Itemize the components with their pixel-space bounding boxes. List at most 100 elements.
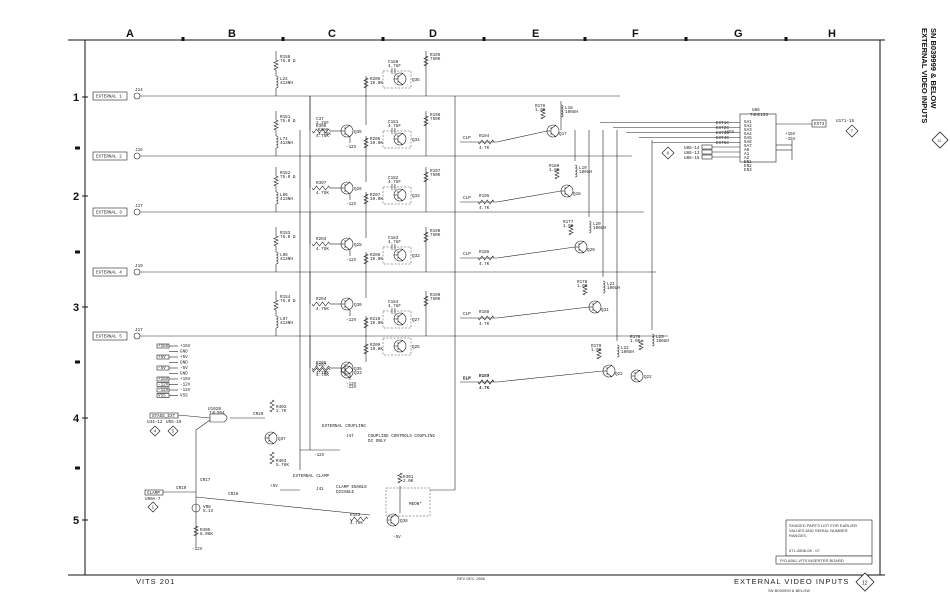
zener-ref: VR8 <box>203 505 211 510</box>
diode-cr20-ref: CR20 <box>253 412 264 417</box>
clamp-resistor <box>477 139 495 145</box>
bias-resistor <box>363 193 369 205</box>
supply-value-4: GND <box>180 361 188 366</box>
inductor-ref: L96 <box>280 253 288 258</box>
supply-legend: +15V+15VGND+5V+5VGND-5V-5VGND+15V+15V-12… <box>156 343 191 399</box>
output-resistor-value: 1.0K <box>591 348 602 353</box>
mux-pin-1: 5A1 <box>744 120 752 125</box>
input-label-box <box>92 267 128 277</box>
clamp-transistor <box>393 312 407 326</box>
r405-ref: R405 <box>200 528 211 533</box>
transistor-emitter <box>564 192 571 198</box>
base-resistor-value: 4.75K <box>316 247 329 252</box>
mux-output-label: EXT3 <box>814 122 825 127</box>
clamp-text: CLAMP ENABLE <box>336 485 367 490</box>
clamp-transistor <box>393 72 407 86</box>
bias-resistor-ref: R210 <box>370 317 381 322</box>
input-jack-ref: J14 <box>135 88 143 93</box>
column-ticks <box>181 37 788 41</box>
stage-ext-badge-2-number: 5 <box>172 430 175 435</box>
clamp-transistor-ref: Q25 <box>412 345 420 350</box>
drain-resistor-value: 750K <box>430 57 441 62</box>
column-divider-tick <box>583 37 587 41</box>
mux-sel-pin-6: EN3 <box>744 168 752 173</box>
drain-resistor <box>423 115 429 127</box>
bias-resistor-ref: R209 <box>370 343 381 348</box>
row-label-5: 5 <box>73 515 79 527</box>
mux-select-input-1: U86-14 <box>684 146 700 151</box>
output-base-wire <box>496 246 576 259</box>
drawing-number: 671-0808-06 - 07 <box>789 548 820 553</box>
row-label-3: 3 <box>73 302 79 314</box>
clamp-resistor <box>477 379 495 385</box>
clamp-transistor <box>393 248 407 262</box>
notes-line-3: RANGES. <box>789 533 807 538</box>
clamp-box <box>382 337 412 356</box>
supply-value-1: +15V <box>180 344 191 349</box>
output-transistor-ref: Q22 <box>644 375 652 380</box>
diode-cr19-ref: CR19 <box>176 486 187 491</box>
output-resistor-ref: R180 <box>549 164 560 169</box>
output-inductor-ref: L18 <box>565 106 573 111</box>
clamp-resistor <box>477 255 495 261</box>
input-inductor <box>275 75 279 89</box>
output-base-wire <box>496 190 562 203</box>
transistor-emitter <box>397 196 404 202</box>
gate-part: 74LS04 <box>209 411 225 416</box>
drain-resistor <box>423 55 429 67</box>
clamp-input-ref: U90A-7 <box>145 497 161 502</box>
column-label-g: G <box>734 28 743 40</box>
output-inductor-value: 100UH <box>579 170 592 175</box>
input-transistor <box>340 124 354 138</box>
r183 <box>349 516 369 522</box>
coupling-cap-ref: C181 <box>388 120 399 125</box>
transistor-emitter <box>397 320 404 326</box>
clamp-label: CLP <box>463 376 471 381</box>
transistor-collector <box>606 364 613 370</box>
clamp-resistor-value: 4.7K <box>479 262 490 267</box>
transistor-emitter <box>344 245 351 251</box>
base-resistor <box>311 365 331 371</box>
emitter-supply: -12V <box>346 382 357 387</box>
input-jack <box>133 268 141 276</box>
r403-ref: R403 <box>276 459 287 464</box>
output-resistor-value: 1.0K <box>577 284 588 289</box>
coupling-cap-value: 4.7UF <box>388 240 401 245</box>
supply-value-7: +15V <box>180 377 191 382</box>
supply-value-9: -12V <box>180 388 191 393</box>
bias-resistor <box>363 317 369 329</box>
termination-resistor-value: 75.0 Ω <box>280 299 296 304</box>
base-resistor-value: 4.75K <box>316 371 329 376</box>
transistor-emitter <box>344 132 351 138</box>
bias-resistor-ref: R207 <box>370 193 381 198</box>
bias-resistor-value: 10.0K <box>370 141 383 146</box>
output-transistor-ref: Q29 <box>587 248 595 253</box>
output-resistor-ref: R179 <box>591 344 602 349</box>
notes-frame <box>785 519 873 557</box>
stage-ext-badge-1 <box>149 425 161 437</box>
clamp-transistor <box>393 339 407 353</box>
clamp-label: CLP <box>463 312 471 317</box>
transistor-collector <box>344 124 351 130</box>
mux-input-2: EXT2C <box>716 126 729 131</box>
q38-supply: -5V <box>393 535 401 540</box>
clamp-title: EXTERNAL CLAMP <box>293 474 330 479</box>
clamp-input-badge-number: 1 <box>152 506 155 511</box>
clamp-transistor-ref: Q35 <box>412 78 420 83</box>
supply-net-10: VSS <box>158 394 166 399</box>
mux-pin-5: 5A5 <box>744 136 752 141</box>
r403-value: 5.76K <box>276 463 289 468</box>
base-resistor-ref: R205 <box>316 361 327 366</box>
termination-resistor <box>273 59 279 71</box>
mux-rail-2: -15V <box>785 137 796 142</box>
mux-sel-pin-4: EN1 <box>744 160 752 165</box>
base-resistor <box>311 185 331 191</box>
bias-resistor-value: 10.0K <box>370 347 383 352</box>
termination-resistor-value: 75.0 Ω <box>280 235 296 240</box>
